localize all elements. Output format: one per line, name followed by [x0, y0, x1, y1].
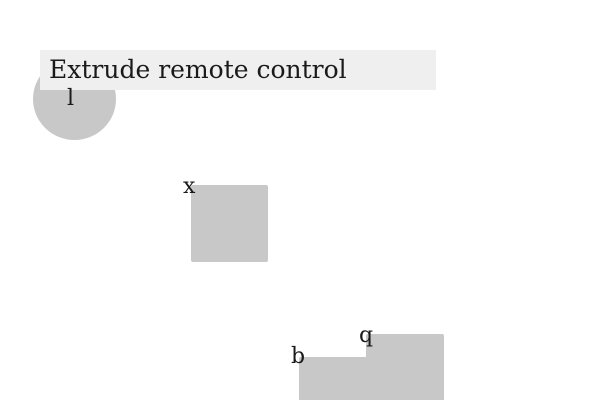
circle-label: l: [67, 86, 75, 111]
rear-block-shape[interactable]: [366, 334, 444, 400]
front-block-shape[interactable]: [299, 357, 378, 400]
title-label: Extrude remote control: [40, 50, 436, 90]
title-text: Extrude remote control: [49, 55, 347, 84]
rear-block-label: q: [359, 323, 374, 348]
square-label: x: [183, 174, 196, 199]
square-shape[interactable]: [191, 185, 268, 262]
front-block-label: b: [291, 344, 306, 369]
